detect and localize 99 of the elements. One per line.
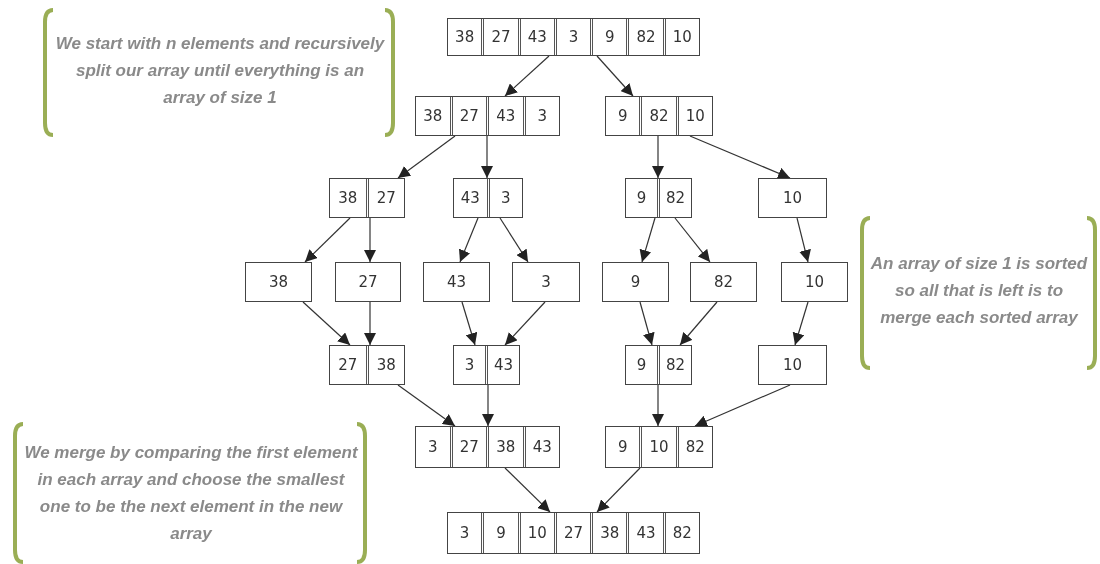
arrow <box>397 384 456 427</box>
arrow <box>596 467 641 513</box>
array-element: 43 <box>485 346 519 384</box>
array-element: 3 <box>522 97 559 135</box>
array-element: 3 <box>426 436 439 458</box>
array-element: 10 <box>803 271 826 293</box>
array-element: 82 <box>657 179 691 217</box>
array-box <box>447 512 700 554</box>
array-box <box>625 345 692 385</box>
array-element: 38 <box>365 346 404 384</box>
array-element: 9 <box>481 513 518 553</box>
array-element: 82 <box>675 427 712 467</box>
array-element: 38 <box>422 105 444 127</box>
arrow <box>652 384 664 427</box>
note-text: We merge by comparing the first element in each array and choose the smallest one to be the next element in the new array <box>23 441 359 545</box>
array-element: 43 <box>445 271 468 293</box>
array-box <box>605 426 713 468</box>
arrow <box>504 467 551 513</box>
array-element: 9 <box>629 271 642 293</box>
note-text: We start with n elements and recursively split our array until everything is an array of size 1 <box>55 32 385 109</box>
array-element: 27 <box>449 97 486 135</box>
array-element: 10 <box>675 97 712 135</box>
note-text: An array of size 1 is sorted so all that is left is to merge each sorted array <box>869 252 1089 329</box>
array-element: 10 <box>781 354 804 376</box>
array-element: 27 <box>449 427 486 467</box>
array-element: 38 <box>590 513 627 553</box>
array-element: 38 <box>486 427 523 467</box>
array-box <box>415 96 560 136</box>
arrow <box>304 217 351 263</box>
array-element: 38 <box>337 187 359 209</box>
array-box <box>758 178 827 218</box>
arrow <box>639 217 656 263</box>
array-box <box>245 262 312 302</box>
arrow <box>694 384 791 427</box>
array-element: 9 <box>635 187 648 209</box>
array-element: 3 <box>553 19 591 55</box>
arrow <box>504 301 546 346</box>
array-element: 43 <box>517 19 554 55</box>
array-element: 82 <box>662 513 699 553</box>
array-box <box>453 178 523 218</box>
array-element: 3 <box>540 271 552 293</box>
arrow <box>639 301 655 346</box>
arrow <box>652 135 664 179</box>
array-element: 38 <box>267 271 290 293</box>
array-box <box>512 262 580 302</box>
arrow <box>674 217 711 263</box>
array-element: 43 <box>459 187 481 209</box>
array-element: 9 <box>616 436 629 458</box>
array-element: 82 <box>626 19 663 55</box>
array-element: 43 <box>486 97 523 135</box>
array-element: 10 <box>639 427 676 467</box>
array-box <box>447 18 700 56</box>
array-element: 82 <box>639 97 676 135</box>
array-box <box>329 345 405 385</box>
array-box <box>423 262 490 302</box>
arrow <box>461 301 478 346</box>
array-element: 27 <box>337 354 359 376</box>
array-element: 9 <box>590 19 627 55</box>
array-box <box>758 345 827 385</box>
array-element: 82 <box>712 271 735 293</box>
array-element: 27 <box>553 513 591 553</box>
array-box <box>605 96 713 136</box>
array-element: 9 <box>635 354 648 376</box>
array-element: 43 <box>522 427 559 467</box>
arrow <box>364 301 376 346</box>
arrow <box>397 135 456 179</box>
array-element: 43 <box>626 513 663 553</box>
array-box <box>602 262 669 302</box>
arrow <box>689 135 791 179</box>
array-box <box>415 426 560 468</box>
array-element: 38 <box>454 26 476 48</box>
arrow <box>499 217 529 263</box>
array-box <box>329 178 405 218</box>
array-element: 3 <box>486 179 522 217</box>
array-element: 27 <box>357 271 379 293</box>
arrow <box>459 217 479 263</box>
array-element: 27 <box>365 179 404 217</box>
arrow <box>302 301 351 346</box>
arrow <box>482 384 494 427</box>
array-box <box>781 262 848 302</box>
array-box <box>453 345 520 385</box>
array-element: 3 <box>463 354 476 376</box>
arrow <box>596 55 634 97</box>
array-element: 10 <box>662 19 699 55</box>
array-box <box>625 178 692 218</box>
arrow <box>504 55 550 97</box>
arrow <box>792 301 809 346</box>
arrow <box>364 217 376 263</box>
array-element: 9 <box>616 105 629 127</box>
array-box <box>690 262 757 302</box>
array-element: 10 <box>517 513 554 553</box>
array-element: 82 <box>657 346 691 384</box>
array-element: 3 <box>458 522 471 544</box>
arrow <box>481 135 493 179</box>
array-element: 27 <box>481 19 518 55</box>
array-element: 10 <box>781 187 804 209</box>
array-box <box>335 262 401 302</box>
arrow <box>796 217 811 263</box>
arrow <box>679 301 718 346</box>
